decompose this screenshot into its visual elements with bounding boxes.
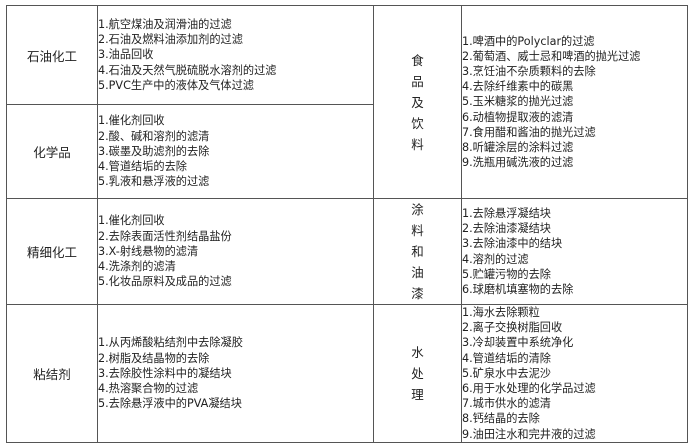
category-food-beverage: 食 品 及 饮 料	[373, 5, 462, 199]
list-item: 3.去除胶性涂料中的凝结块	[98, 366, 232, 380]
fine-chemicals-list: 1.催化剂回收 2.去除表面活性剂结晶盐份 3.X-射线悬物的滤清 4.洗涤剂的…	[97, 198, 374, 305]
list-item: 4.溶剂的过滤	[462, 252, 529, 266]
list-item: 9.洗瓶用碱洗液的过滤	[462, 156, 574, 170]
list-item: 2.石油及燃料油添加剂的过滤	[98, 33, 243, 47]
list-item: 4.石油及天然气脱硫脱水溶剂的过滤	[98, 63, 277, 77]
list-item: 2.离子交换树脂回收	[462, 321, 563, 335]
list-item: 2.酸、碱和溶剂的滤清	[98, 129, 210, 143]
category-adhesives: 粘结剂	[6, 304, 98, 443]
applications-table: 石油化工 1.航空煤油及润滑油的过滤 2.石油及燃料油添加剂的过滤 3.油品回收…	[6, 5, 688, 443]
adhesives-list: 1.从丙烯酸粘结剂中去除凝胶 2.树脂及结晶物的去除 3.去除胶性涂料中的凝结块…	[97, 304, 374, 443]
list-item: 4.管道结垢的去除	[98, 160, 187, 174]
list-item: 6.动植物提取液的滤清	[462, 110, 574, 124]
list-item: 3.X-射线悬物的滤清	[98, 244, 199, 258]
list-item: 2.葡萄酒、威士忌和啤酒的抛光过滤	[462, 49, 641, 63]
list-item: 3.碳墨及助滤剂的去除	[98, 144, 210, 158]
list-item: 6.球磨机填塞物的去除	[462, 282, 574, 296]
list-item: 1.啤酒中的Polyclar的过滤	[462, 34, 595, 48]
list-item: 1.催化剂回收	[98, 114, 165, 128]
list-item: 6.用于水处理的化学品过滤	[462, 382, 596, 396]
list-item: 2.去除油漆凝结块	[462, 222, 551, 236]
list-item: 7.食用醋和酱油的抛光过滤	[462, 125, 596, 139]
category-chemicals: 化学品	[6, 104, 98, 199]
list-item: 1.航空煤油及润滑油的过滤	[98, 17, 232, 31]
list-item: 3.去除油漆中的结块	[462, 237, 563, 251]
list-item: 8.钙结晶的去除	[462, 412, 540, 426]
list-item: 4.管道结垢的清除	[462, 351, 551, 365]
list-item: 5.贮罐污物的去除	[462, 267, 551, 281]
list-item: 3.烹饪油不杂质颗料的去除	[462, 64, 596, 78]
category-water-treatment: 水 处 理	[373, 304, 462, 443]
list-item: 4.热溶聚合物的过滤	[98, 382, 199, 396]
list-item: 5.化妆品原料及成品的过滤	[98, 275, 232, 289]
food-beverage-list: 1.啤酒中的Polyclar的过滤 2.葡萄酒、威士忌和啤酒的抛光过滤 3.烹饪…	[461, 5, 688, 199]
list-item: 4.去除纤维素中的碳黑	[462, 80, 574, 94]
list-item: 1.去除悬浮凝结块	[462, 206, 551, 220]
paints-coatings-list: 1.去除悬浮凝结块 2.去除油漆凝结块 3.去除油漆中的结块 4.溶剂的过滤 5…	[461, 198, 688, 305]
list-item: 3.冷却装置中系统净化	[462, 336, 574, 350]
list-item: 3.油品回收	[98, 48, 154, 62]
list-item: 5.去除悬浮液中的PVA凝结块	[98, 397, 242, 411]
category-fine-chemicals: 精细化工	[6, 198, 98, 305]
petrochemical-list: 1.航空煤油及润滑油的过滤 2.石油及燃料油添加剂的过滤 3.油品回收 4.石油…	[97, 5, 374, 105]
list-item: 2.树脂及结晶物的去除	[98, 351, 210, 365]
category-paints-coatings: 涂 料 和 油 漆	[373, 198, 462, 305]
category-petrochemical: 石油化工	[6, 5, 98, 105]
chemicals-list: 1.催化剂回收 2.酸、碱和溶剂的滤清 3.碳墨及助滤剂的去除 4.管道结垢的去…	[97, 104, 374, 199]
list-item: 1.催化剂回收	[98, 214, 165, 228]
list-item: 1.从丙烯酸粘结剂中去除凝胶	[98, 336, 243, 350]
list-item: 5.PVC生产中的液体及气体过滤	[98, 78, 254, 92]
list-item: 4.洗涤剂的滤清	[98, 260, 176, 274]
list-item: 8.听罐涂层的涂料过滤	[462, 141, 574, 154]
list-item: 5.玉米糖浆的抛光过滤	[462, 95, 574, 109]
list-item: 5.乳液和悬浮液的过滤	[98, 175, 210, 189]
list-item: 1.海水去除颗粒	[462, 306, 540, 319]
water-treatment-list: 1.海水去除颗粒 2.离子交换树脂回收 3.冷却装置中系统净化 4.管道结垢的清…	[461, 304, 688, 443]
list-item: 9.油田注水和完井液的过滤	[462, 427, 596, 441]
list-item: 7.城市供水的滤清	[462, 397, 551, 411]
list-item: 5.矿泉水中去泥沙	[462, 366, 551, 380]
list-item: 2.去除表面活性剂结晶盐份	[98, 229, 232, 243]
